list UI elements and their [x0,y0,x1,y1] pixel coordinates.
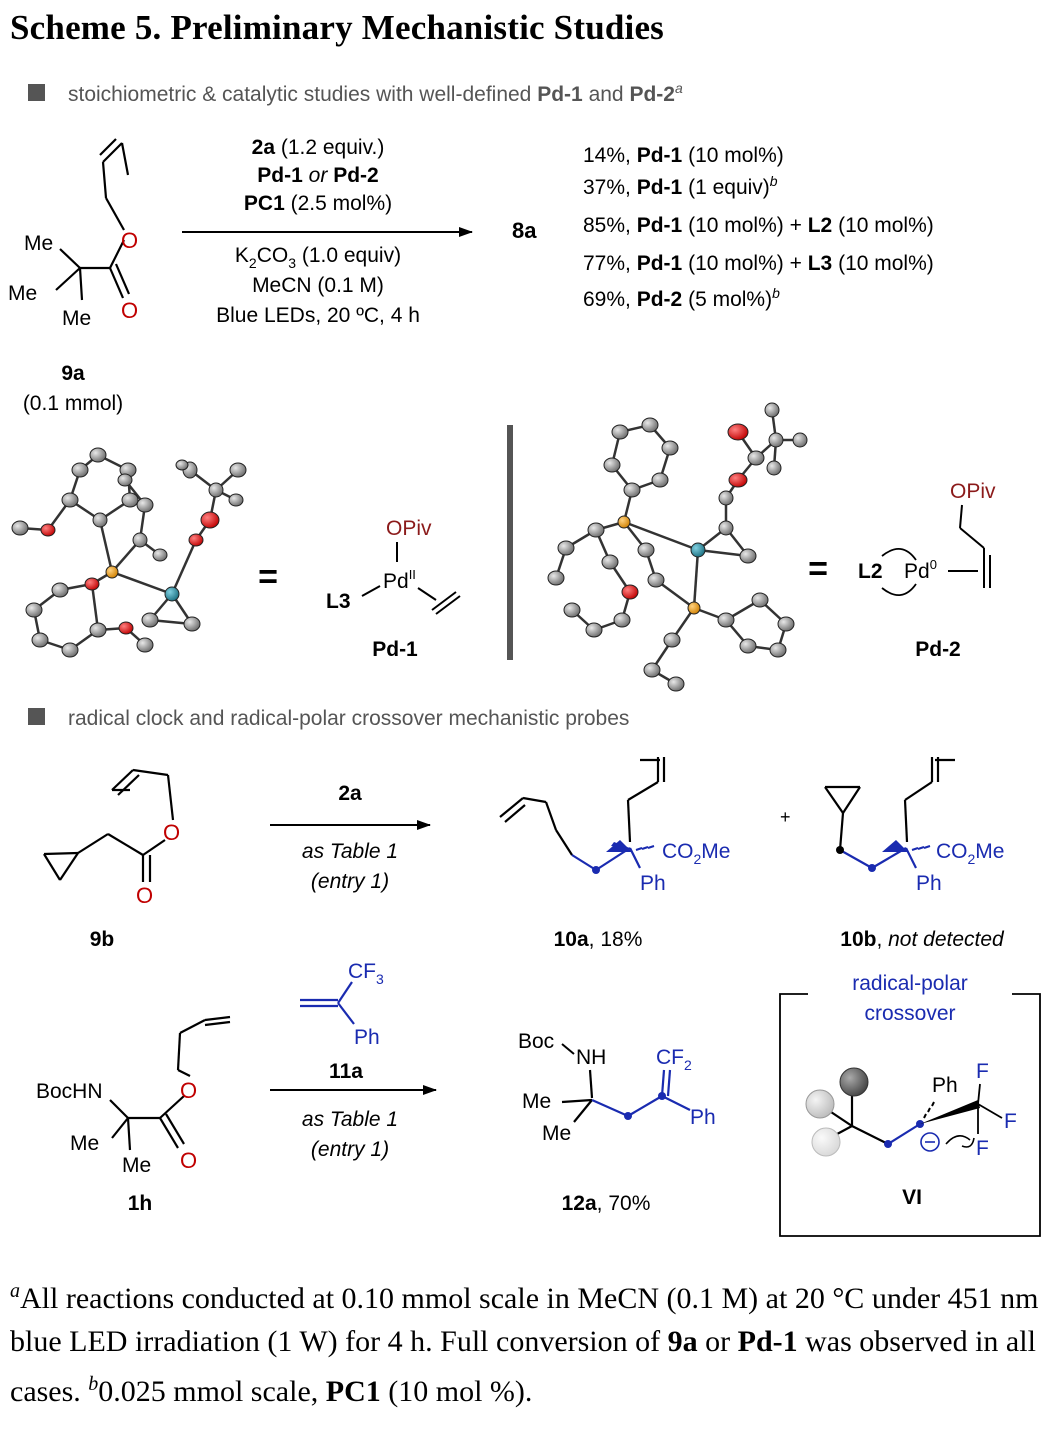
compound-9a-scale: (0.1 mmol) [23,392,123,415]
pd1-opiv: OPiv [386,517,432,540]
reaction1-cond-line2: MeCN (0.1 M) [252,274,384,297]
reaction1-cond-line3: Blue LEDs, 20 ºC, 4 h [216,304,420,327]
me-label-2: Me [8,282,37,305]
reaction2-reagent: 2a [338,782,362,805]
compound-10a-label: 10a, 18% [554,928,643,951]
atom-o-ester-9b: O [163,820,180,845]
me-label-3: Me [62,307,91,330]
footnote-marker-b: b [88,1373,99,1395]
reaction1-reagent-line3: PC1 (2.5 mol%) [244,192,392,215]
structure-10a: CO2Me Ph [499,757,730,895]
reaction1-results: 14%, Pd-1 (10 mol%) 37%, Pd-1 (1 equiv)b… [583,144,934,311]
footnote-marker-a: a [10,1280,20,1302]
product-8a-label: 8a [512,218,537,243]
svg-text:Ph: Ph [932,1074,958,1097]
plus-sign: + [780,807,791,827]
atom-o-ester-1h: O [180,1078,197,1103]
pd1-metal: PdII [383,567,416,593]
footnote-a-text: All reactions conducted at 0.10 mmol sca… [10,1282,1039,1358]
result-row-4: 77%, Pd-1 (10 mol%) + L3 (10 mol%) [583,252,934,275]
me-1h-2: Me [122,1154,151,1177]
svg-text:Ph: Ph [916,872,942,895]
structure-12a: Boc NH Me Me CF2 Ph [518,1030,716,1145]
reaction1-cond-line1: K2CO3 (1.0 equiv) [235,244,401,271]
reaction3-reagent: 11a [329,1060,363,1083]
svg-text:Ph: Ph [354,1026,380,1049]
compound-9a-label: 9a [61,362,85,385]
svg-text:Ph: Ph [640,872,666,895]
svg-text:F: F [1004,1110,1017,1133]
svg-text:CF3: CF3 [348,960,384,987]
section2-header: radical clock and radical-polar crossove… [68,707,629,730]
svg-text:CF2: CF2 [656,1046,692,1073]
pd1-label: Pd-1 [372,638,418,661]
section1-header: stoichiometric & catalytic studies with … [68,80,683,106]
pd1-ligand: L3 [326,590,351,613]
footnote-b-end: (10 mol %). [388,1375,533,1408]
svg-text:Ph: Ph [690,1106,716,1129]
reaction2-cond2: (entry 1) [311,870,389,893]
structure-1h [109,1015,231,1151]
footnote-9a: 9a [667,1325,698,1358]
section-bullet-square [28,84,45,101]
result-row-3: 85%, Pd-1 (10 mol%) + L2 (10 mol%) [583,214,934,237]
footnote-pd1: Pd-1 [737,1325,798,1358]
structure-pd2: OPiv L2 Pd0 Pd-2 [858,480,996,661]
reaction3-cond2: (entry 1) [311,1138,389,1161]
atom-o-carbonyl-9a: O [121,298,138,323]
equals-sign-1: = [258,558,278,596]
svg-text:Boc: Boc [518,1030,554,1053]
me-1h-1: Me [70,1132,99,1155]
pd2-ligand: L2 [858,560,883,583]
atom-o-carbonyl-9b: O [136,883,153,908]
compound-10b-label: 10b, not detected [840,928,1005,951]
svg-text:F: F [976,1060,989,1083]
scheme-canvas: stoichiometric & catalytic studies with … [8,80,1041,1237]
section-bullet-square-2 [28,708,45,725]
footnote-pc1: PC1 [325,1375,381,1408]
reaction3-cond1: as Table 1 [302,1108,398,1131]
crystal-structure-pd1 [11,447,247,658]
crossover-box: radical-polar crossover Ph F F F VI [779,972,1041,1237]
structure-10b: CO2Me Ph [824,757,1004,895]
box-title-line2: crossover [864,1002,955,1025]
result-row-1: 14%, Pd-1 (10 mol%) [583,144,784,167]
equals-sign-2: = [808,550,828,588]
reaction2-cond1: as Table 1 [302,840,398,863]
pd2-opiv: OPiv [950,480,996,503]
intermediate-vi-label: VI [902,1186,922,1209]
svg-text:CO2Me: CO2Me [662,840,730,867]
result-row-5: 69%, Pd-2 (5 mol%)b [583,285,780,311]
compound-9b-label: 9b [90,928,115,951]
crystal-structure-pd2 [547,402,808,692]
svg-text:Me: Me [522,1090,551,1113]
compound-12a-label: 12a, 70% [562,1192,651,1215]
result-row-2: 37%, Pd-1 (1 equiv)b [583,173,778,199]
footnote: aAll reactions conducted at 0.10 mmol sc… [10,1270,1045,1413]
pd2-label: Pd-2 [915,638,961,661]
structure-9b [43,768,175,882]
atom-o-ester-9a: O [121,228,138,253]
svg-text:Me: Me [542,1122,571,1145]
bochn-label: BocHN [36,1080,103,1103]
structure-11a: CF3 Ph [300,960,384,1049]
structure-pd1: OPiv PdII L3 Pd-1 [326,517,461,661]
me-label-1: Me [24,232,53,255]
scheme-title: Scheme 5. Preliminary Mechanistic Studie… [10,8,665,47]
footnote-b-text: 0.025 mmol scale, [98,1375,319,1408]
svg-text:NH: NH [576,1046,606,1069]
svg-text:CO2Me: CO2Me [936,840,1004,867]
svg-text:F: F [976,1137,989,1160]
pd2-metal: Pd0 [904,557,937,583]
structure-9a [55,138,131,301]
reaction1-reagent-line1: 2a (1.2 equiv.) [252,136,385,159]
reaction1-reagent-line2: Pd-1 or Pd-2 [257,164,378,187]
footnote-a-end: was observed in all cases. [10,1325,1036,1408]
atom-o-carbonyl-1h: O [180,1148,197,1173]
compound-1h-label: 1h [128,1192,153,1215]
footnote-or: or [705,1325,731,1358]
box-title-line1: radical-polar [852,972,968,995]
